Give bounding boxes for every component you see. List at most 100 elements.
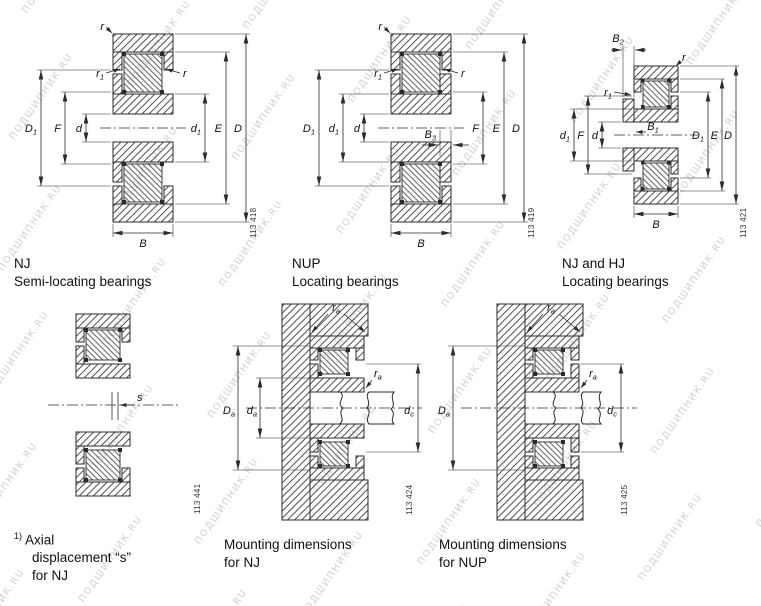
dim-label-B1: B1 bbox=[647, 121, 659, 135]
shaft-right-break bbox=[580, 391, 603, 425]
axial-lower-cross-section bbox=[75, 431, 131, 497]
bearing-lower-cross-section bbox=[309, 423, 365, 481]
dim-label-B2: B2 bbox=[612, 33, 624, 47]
figure-number: 113 424 bbox=[405, 484, 414, 515]
figure-number: 113 421 bbox=[739, 207, 748, 238]
caption-mounting-nj: Mounting dimensions for NJ bbox=[224, 536, 352, 572]
dim-label-dc: dc bbox=[404, 405, 414, 419]
dim-label-D: D bbox=[512, 123, 520, 135]
mounting-nj-dimension-lines bbox=[233, 313, 421, 471]
figure-number: 113 418 bbox=[249, 207, 258, 238]
dim-label-r-top: r bbox=[682, 52, 687, 64]
nj-upper-cross-section bbox=[112, 33, 174, 115]
dim-label-d: d bbox=[592, 130, 599, 142]
dim-label-F: F bbox=[577, 130, 585, 142]
footnote-marker: 1) bbox=[14, 531, 23, 541]
caption-nj-hj: NJ and HJ Locating bearings bbox=[562, 255, 669, 291]
caption-nj: NJ Semi-locating bearings bbox=[14, 255, 151, 291]
housing-lower-block bbox=[524, 479, 584, 521]
dim-label-D1: D1 bbox=[303, 123, 315, 137]
nj-lower-cross-section bbox=[112, 141, 174, 223]
housing-cross-section bbox=[281, 303, 369, 521]
nj-dimension-lines bbox=[37, 26, 250, 237]
dim-label-D1: D1 bbox=[25, 123, 37, 137]
dim-label-B3: B3 bbox=[424, 129, 436, 143]
caption-line: Mounting dimensions bbox=[439, 537, 567, 552]
dim-label-d1: d1 bbox=[329, 123, 339, 137]
dim-label-d1: d1 bbox=[191, 123, 201, 137]
dim-label-d: d bbox=[76, 123, 83, 135]
caption-line: NJ and HJ bbox=[562, 256, 626, 271]
caption-line: Mounting dimensions bbox=[224, 537, 352, 552]
nup-upper-cross-section bbox=[390, 33, 452, 115]
dim-label-r1: r1 bbox=[604, 87, 612, 101]
caption-line: 1) Axial bbox=[14, 531, 55, 548]
dim-label-r1: r1 bbox=[96, 68, 104, 82]
shaft-right-break bbox=[366, 391, 396, 425]
dim-label-ra-mid: ra bbox=[589, 368, 597, 382]
housing-lower-block bbox=[309, 479, 369, 521]
caption-line: NUP bbox=[292, 256, 321, 271]
dim-label-B: B bbox=[417, 238, 424, 250]
dim-label-dc: dc bbox=[607, 405, 617, 419]
dim-label-D1: D1 bbox=[692, 130, 704, 144]
caption-line: displacement “s” bbox=[32, 550, 132, 566]
dim-label-r-top: r bbox=[378, 21, 383, 33]
caption-line: NJ bbox=[14, 256, 31, 271]
shaft-left-break bbox=[524, 391, 557, 425]
figure-number: 113 441 bbox=[193, 483, 202, 514]
dim-label-ra-top: ra bbox=[332, 302, 340, 316]
figure-nj-hj-locating: B2 r r1 B1 d1 F d D1 E D B 113 421 bbox=[556, 4, 754, 252]
dim-label-F: F bbox=[472, 123, 480, 135]
dim-label-ra-mid: ra bbox=[374, 368, 382, 382]
nup-lower-cross-section bbox=[390, 141, 452, 223]
mounting-nup-dimension-lines bbox=[448, 313, 624, 471]
dim-label-d: d bbox=[354, 123, 361, 135]
caption-line: Locating bearings bbox=[562, 273, 669, 289]
caption-line: for NUP bbox=[439, 554, 488, 570]
dim-label-E: E bbox=[711, 130, 719, 142]
dim-label-r1: r1 bbox=[374, 68, 382, 82]
dim-label-r-top: r bbox=[100, 21, 105, 33]
dim-label-Da: Da bbox=[223, 405, 235, 419]
nj-hj-drawing: B2 r r1 B1 d1 F d D1 E D B bbox=[560, 33, 739, 231]
dim-label-Da: Da bbox=[438, 405, 450, 419]
shaft-left-break bbox=[309, 391, 344, 425]
bearing-lower-cross-section bbox=[524, 423, 580, 481]
njhj-upper-cross-section bbox=[622, 65, 679, 123]
bearing-upper-cross-section bbox=[309, 335, 365, 393]
dim-label-E: E bbox=[215, 123, 223, 135]
mounting-nup-drawing: ra ra Da dc bbox=[438, 302, 637, 521]
caption-line: Locating bearings bbox=[292, 273, 399, 289]
dim-label-B: B bbox=[652, 219, 659, 231]
dim-label-r-right: r bbox=[183, 68, 188, 80]
mounting-nj-drawing: ra ra Da da dc bbox=[223, 302, 422, 521]
figure-mounting-nj: ra ra Da da dc 113 424 bbox=[216, 298, 428, 533]
caption-nup: NUP Locating bearings bbox=[292, 255, 399, 291]
bearing-upper-cross-section bbox=[524, 335, 580, 393]
caption-line: for NJ bbox=[32, 568, 69, 584]
dim-label-D: D bbox=[234, 123, 242, 135]
dim-label-s: s bbox=[137, 392, 143, 404]
caption-mounting-nup: Mounting dimensions for NUP bbox=[439, 536, 567, 572]
dim-label-B: B bbox=[139, 238, 146, 250]
dim-label-da: da bbox=[247, 405, 257, 419]
figure-nj-semi-locating: r r1 r D1 F d d1 E D B 113 418 bbox=[8, 4, 266, 252]
njhj-lower-cross-section bbox=[622, 147, 679, 205]
dim-label-r-right: r bbox=[461, 68, 466, 80]
caption-axial-displacement: 1) Axial displacement “s” for NJ bbox=[14, 531, 131, 585]
dim-label-F: F bbox=[54, 123, 62, 135]
dim-label-D: D bbox=[724, 130, 732, 142]
figure-mounting-nup: ra ra Da dc 113 425 bbox=[431, 298, 643, 533]
nup-drawing: r r1 r D1 d1 d B3 F E D B bbox=[303, 21, 528, 250]
dim-label-d1: d1 bbox=[560, 130, 570, 144]
dim-label-E: E bbox=[493, 123, 501, 135]
dim-label-ra-top: ra bbox=[547, 302, 555, 316]
figure-number: 113 419 bbox=[527, 207, 536, 238]
housing-wall bbox=[496, 303, 526, 521]
axial-displacement-drawing: s bbox=[48, 313, 178, 497]
figure-axial-displacement: s 113 441 bbox=[8, 302, 218, 530]
housing-upper-block bbox=[309, 303, 369, 337]
housing-cross-section bbox=[496, 303, 584, 521]
